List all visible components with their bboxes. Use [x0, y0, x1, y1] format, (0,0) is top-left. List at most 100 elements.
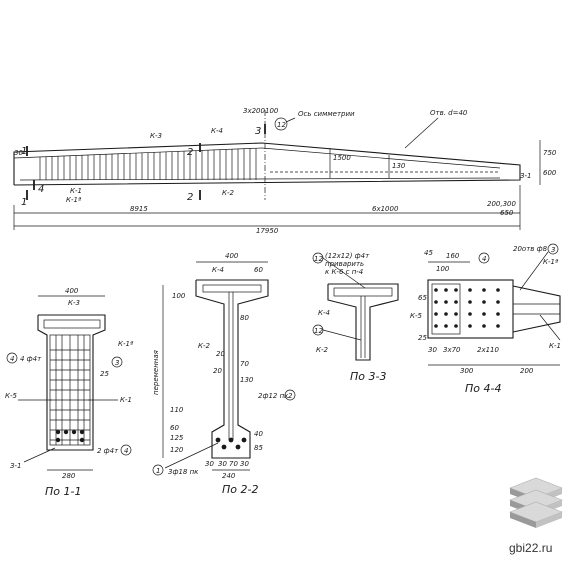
bar-dot [241, 437, 247, 443]
note-text-3: к К-6 с п-4 [325, 268, 363, 276]
label-k4: К-4 [212, 266, 224, 274]
section-4-4-bars [434, 288, 560, 328]
dim-text-400: 400 [225, 252, 239, 260]
dim-text-45: 45 [424, 249, 433, 257]
stirrup-hatch [39, 148, 257, 180]
dim-text-130: 130 [392, 162, 406, 170]
section-2-2-outline [195, 279, 269, 459]
section-1-1-outline [37, 314, 106, 451]
dim-text-variable: переменная [152, 350, 160, 395]
bar-dot [434, 300, 438, 304]
bar-dot [228, 437, 234, 443]
bar-dot [434, 324, 438, 328]
beam-outline [13, 142, 521, 186]
dim-text-160: 160 [446, 252, 460, 260]
dim-text-280: 280 [62, 472, 76, 480]
label-k4: К-4 [211, 127, 223, 135]
dim-text-200-300: 200,300 [487, 200, 516, 208]
marker-4-circle [478, 252, 490, 264]
label-k2: К-2 [316, 346, 328, 354]
section-3-3: 12 12 (12x12) ф4т приварить к К-6 с п-4 … [312, 252, 399, 383]
label-k3: К-3 [68, 299, 80, 307]
bars-bottom-text: 2 ф4т [97, 447, 119, 455]
dim-text-400: 400 [65, 287, 79, 295]
marker-12-text: 12 [314, 255, 323, 263]
bar-dot [444, 300, 448, 304]
dim-text-20a: 20 [216, 350, 225, 358]
bar-dot [434, 312, 438, 316]
dim-text-70: 70 [240, 360, 249, 368]
dim-text-17950: 17950 [256, 227, 279, 235]
label-bars2: 3ф18 пк [168, 468, 199, 476]
section-3-3-outline [327, 283, 399, 361]
label-k1: К-1 [120, 396, 132, 404]
leader-hole [404, 117, 439, 149]
dim-text-110: 110 [170, 406, 184, 414]
beam-top-inner [13, 147, 263, 159]
watermark: gbi22.ru [509, 477, 563, 555]
bar-dot [496, 300, 500, 304]
dim-text-65: 65 [418, 294, 427, 302]
dim-text-30: 30 [428, 346, 437, 354]
marker-12-text: 12 [277, 121, 286, 129]
dim-text-30b: 30 [218, 460, 227, 468]
cut-label-1-top: 1 [21, 146, 27, 157]
label-axis: Ось симметрии [298, 110, 355, 118]
section-3-3-title: По 3-3 [350, 370, 386, 383]
leader-12 [322, 257, 366, 289]
marker-2-circle [284, 389, 296, 401]
marker-4-circle [6, 352, 18, 364]
section-4-4-body [427, 279, 514, 339]
label-k2: К-2 [198, 342, 210, 350]
dim-text-3x200: 3x200 [243, 107, 266, 115]
dim-text-100: 100 [436, 265, 450, 273]
marker-3-circle [111, 356, 123, 368]
dim-text-2x110: 2x110 [477, 346, 500, 354]
marker-1-text: 1 [156, 467, 160, 475]
dim-text-8915: 8915 [130, 205, 148, 213]
section-2-2-top-cage [202, 284, 262, 293]
dim-text-85: 85 [254, 444, 263, 452]
bar-dot [63, 429, 69, 435]
note-text-2: приварить [325, 260, 364, 268]
dim-text-240: 240 [222, 472, 236, 480]
cut-label-4: 4 [38, 184, 44, 195]
leader-12b [322, 329, 362, 341]
section-1-1-title: По 1-1 [45, 485, 81, 498]
bar-dot [444, 288, 448, 292]
bar-dot [468, 288, 472, 292]
section-4-4-cage [431, 283, 461, 335]
bar-dot [482, 300, 486, 304]
bar-dot [496, 288, 500, 292]
dim-text-60b: 60 [170, 424, 179, 432]
dim-text-650: 650 [500, 209, 514, 217]
leader-k1 [539, 314, 561, 341]
note-text: (12x12) ф4т [325, 252, 370, 260]
bar-dot [496, 312, 500, 316]
dim-text-100: 100 [265, 107, 279, 115]
beam-elevation: Ось симметрии Отв. d=40 8915 6x1000 1795… [13, 107, 557, 235]
label-z1: З-1 [520, 172, 531, 180]
bar-dot [434, 288, 438, 292]
bar-dot [55, 437, 61, 443]
dim-text-750: 750 [543, 149, 557, 157]
marker-1-circle [152, 464, 164, 476]
dim-text-3x70: 3x70 [443, 346, 461, 354]
label-bars: 2ф12 пк [258, 392, 289, 400]
section-4-4: 160 100 45 65 25 30 3x70 2x110 300 200 К… [410, 243, 561, 395]
label-k1: К-1 [549, 342, 561, 350]
beam-top-inner-right [261, 147, 501, 169]
section-2-2-title: По 2-2 [222, 483, 258, 496]
bar-dot [79, 429, 85, 435]
label-k1: К-1 [70, 187, 82, 195]
bar-dot [454, 312, 458, 316]
marker-4-text: 4 [10, 355, 14, 363]
logo-icon [509, 477, 563, 528]
section-1-1-bars [50, 335, 90, 445]
bar-dot [482, 312, 486, 316]
marker-4b-circle [120, 444, 132, 456]
bar-dot [71, 429, 77, 435]
bars-top-text: 4 ф4т [20, 355, 42, 363]
cut-label-2-top: 2 [187, 147, 193, 158]
